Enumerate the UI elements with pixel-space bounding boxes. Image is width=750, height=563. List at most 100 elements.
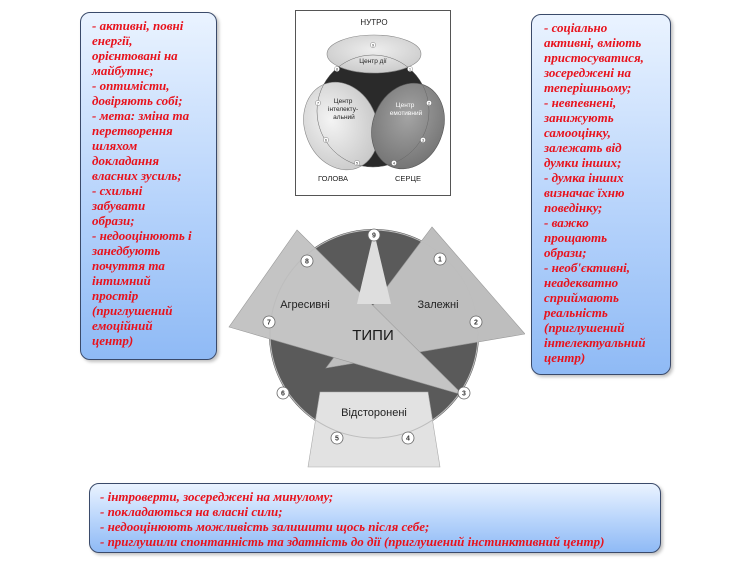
text-line: почуття та <box>92 258 165 273</box>
text-line: - недооцінюють можливість залишити щось … <box>100 519 430 534</box>
label-head: ГОЛОВА <box>318 174 348 183</box>
text-line: занедбують <box>92 243 161 258</box>
triad-dot <box>315 100 321 106</box>
enneagram-dot <box>469 315 483 329</box>
triad-point-7: 7 <box>317 100 320 105</box>
triad-point-2: 2 <box>428 100 431 105</box>
action-center-label: Центр дії <box>359 57 387 65</box>
text-line: - необ'єктивні, <box>544 260 631 275</box>
text-line: - інтроверти, зосереджені на минулому; <box>100 489 334 504</box>
aggressive-triangle <box>228 229 464 396</box>
emotion-center-shape <box>371 82 445 170</box>
text-line: шляхом <box>92 138 138 153</box>
text-line: образи; <box>92 213 135 228</box>
enneagram-types: Агресивні Залежні ТИПИ Відсторонені 9 1 … <box>225 222 526 472</box>
three-centers-panel: НУТРО Центр дії Центр інтелекту- альний … <box>295 10 451 196</box>
text-line: - оптимісти, <box>92 78 170 93</box>
text-line: довіряють собі; <box>92 93 183 108</box>
three-centers-diagram: НУТРО Центр дії Центр інтелекту- альний … <box>303 18 445 183</box>
triad-point-8: 8 <box>336 66 339 71</box>
text-line: інтимний <box>92 273 151 288</box>
text-line: (приглушений <box>92 303 173 318</box>
text-line: - активні, повні <box>92 18 184 33</box>
text-line: думки інших; <box>544 155 622 170</box>
label-heart: СЕРЦЕ <box>395 174 421 183</box>
triad-point-5: 5 <box>356 160 359 165</box>
intellect-center-shape <box>303 81 379 171</box>
type-point-4: 4 <box>406 436 410 443</box>
enneagram-dot <box>367 228 381 242</box>
text-line: - схильні <box>92 183 143 198</box>
triad-dot <box>323 137 329 143</box>
action-center-shape <box>326 34 422 74</box>
text-line: залежать від <box>544 140 622 155</box>
text-line: - важко <box>544 215 589 230</box>
text-line: центр) <box>92 333 134 348</box>
inner-ring <box>316 54 430 168</box>
text-line: докладання <box>92 153 160 168</box>
text-line: - мета: зміна та <box>92 108 190 123</box>
type-point-3: 3 <box>462 391 466 398</box>
text-line: - недооцінюють і <box>92 228 192 243</box>
text-line: визначає їхню <box>544 185 625 200</box>
text-line: забувати <box>92 198 146 213</box>
text-line: власних зусиль; <box>92 168 182 183</box>
text-line: орієнтовані на <box>92 48 178 63</box>
triad-point-9: 9 <box>372 42 375 47</box>
label-gut: НУТРО <box>360 18 387 27</box>
text-line: - приглушили спонтанність та здатність д… <box>100 534 605 549</box>
type-point-8: 8 <box>305 259 309 266</box>
text-line: самооцінку, <box>544 125 611 140</box>
text-line: - думка інших <box>544 170 624 185</box>
label-dependent: Залежні <box>417 299 458 311</box>
enneagram-dot <box>330 431 344 445</box>
triad-dot <box>420 137 426 143</box>
text-line: енергії, <box>92 33 133 48</box>
text-line: прощають <box>544 230 608 245</box>
enneagram-dot <box>262 315 276 329</box>
text-line: майбутнє; <box>92 63 154 78</box>
withdrawn-triangle <box>307 391 441 468</box>
type-point-2: 2 <box>474 320 478 327</box>
type-point-7: 7 <box>267 320 271 327</box>
text-line: - соціально <box>544 20 608 35</box>
triad-dot <box>354 160 360 166</box>
type-point-9: 9 <box>372 233 376 240</box>
type-point-1: 1 <box>438 257 442 264</box>
enneagram-dot <box>276 386 290 400</box>
text-line: інтелектуальний <box>544 335 646 350</box>
enneagram-dot <box>300 254 314 268</box>
enneagram-diagram: Агресивні Залежні ТИПИ Відсторонені 9 1 … <box>228 226 526 468</box>
enneagram-dot <box>401 431 415 445</box>
enneagram-dot <box>433 252 447 266</box>
label-withdrawn: Відсторонені <box>341 407 407 419</box>
triad-dot <box>391 160 397 166</box>
triad-point-3: 3 <box>422 137 425 142</box>
text-line: зосереджені на <box>544 65 631 80</box>
label-types: ТИПИ <box>352 327 394 344</box>
text-line: - покладаються на власні сили; <box>100 504 283 519</box>
triad-point-1: 1 <box>409 66 412 71</box>
text-line: центр) <box>544 350 586 365</box>
triad-point-4: 4 <box>393 160 396 165</box>
text-line: (приглушений <box>544 320 625 335</box>
triad-dot <box>426 100 432 106</box>
left-callout: - активні, повні енергії, орієнтовані на… <box>80 12 217 360</box>
intellect-center-label: Центр інтелекту- альний <box>328 98 360 121</box>
left-callout-text: - активні, повні енергії, орієнтовані на… <box>92 18 210 348</box>
right-callout-text: - соціально активні, вміють пристосувати… <box>544 20 664 365</box>
label-aggressive: Агресивні <box>280 299 330 311</box>
type-point-6: 6 <box>281 391 285 398</box>
text-line: пристосуватися, <box>544 50 644 65</box>
text-line: теперішньому; <box>544 80 632 95</box>
text-line: активні, вміють <box>544 35 642 50</box>
text-line: неадекватно <box>544 275 619 290</box>
triad-dot <box>407 66 413 72</box>
triad-point-6: 6 <box>325 137 328 142</box>
text-line: поведінку; <box>544 200 603 215</box>
text-line: занижують <box>544 110 614 125</box>
center-wedge <box>357 232 391 304</box>
text-line: перетворення <box>92 123 173 138</box>
emotion-center-label: Центр емотивний <box>390 102 423 117</box>
text-line: емоційний <box>92 318 153 333</box>
